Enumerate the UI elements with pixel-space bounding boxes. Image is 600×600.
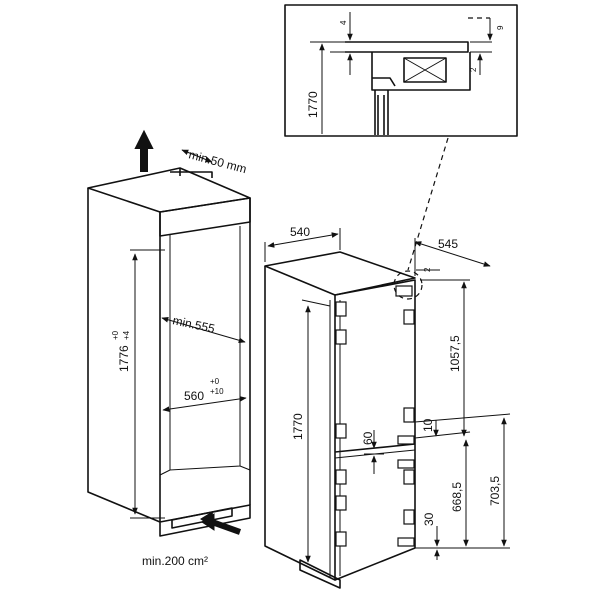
- lower-door-label: 668,5: [450, 482, 464, 512]
- hinge-icon: [335, 329, 347, 345]
- appliance-plinth: [299, 559, 341, 589]
- niche-depth-label: min.555: [171, 313, 216, 336]
- hinge-icon: [403, 509, 415, 525]
- hinge-icon: [335, 301, 347, 317]
- detail-height-label: 1770: [306, 91, 320, 118]
- lower-total-label: 703,5: [488, 476, 502, 506]
- niche-drawing: min.50 mm 1776 +0 +4 min.555 560 +0 +10 …: [87, 129, 251, 568]
- detail-appliance-top: [371, 52, 471, 91]
- appliance-height-label: 1770: [291, 413, 305, 440]
- detail-gap-right-label: 9: [496, 25, 505, 30]
- niche-height-label: 1776: [117, 345, 131, 372]
- niche-width-tol-upper: +0: [210, 377, 220, 386]
- upper-door-label: 1057,5: [448, 335, 462, 372]
- lower-hinge-gap-label: 30: [422, 512, 436, 526]
- niche-vent-top: [170, 168, 213, 178]
- top-hinge-icon: [395, 285, 413, 297]
- niche-front-panel: [159, 197, 251, 237]
- appliance-width-label: 540: [290, 225, 310, 239]
- hinge-icon: [335, 469, 347, 485]
- detail-hinge-block: [403, 57, 447, 83]
- detail-inset: 4 9 2 1770: [284, 4, 518, 137]
- detail-gap-side-label: 2: [469, 67, 478, 72]
- detail-leader: [407, 137, 449, 271]
- hinge-icon: [403, 407, 415, 423]
- niche-width-label: 560: [184, 389, 204, 403]
- detail-cabinet-top: [345, 41, 469, 53]
- niche-height-tol-lower: +4: [122, 330, 131, 340]
- detail-frame: [284, 4, 518, 137]
- niche-inner-back: [169, 226, 241, 471]
- upper-hinge-gap-label: 10: [421, 418, 435, 432]
- hinge-icon: [397, 537, 415, 547]
- hinge-icon: [397, 435, 415, 445]
- hinge-icon: [335, 423, 347, 439]
- niche-top-lid: [87, 167, 251, 213]
- detail-gap-top-label: 4: [339, 20, 348, 25]
- niche-vent-bottom-label: min.200 cm²: [142, 554, 208, 568]
- detail-door-profile: [374, 90, 389, 135]
- appliance-top: [264, 251, 416, 296]
- middle-hinge-gap-label: 60: [361, 431, 375, 445]
- hinge-icon: [403, 309, 415, 325]
- detail-circle: [393, 270, 423, 300]
- hinge-icon: [397, 459, 415, 469]
- appliance-front-frame: [334, 279, 416, 581]
- niche-left-side: [87, 188, 161, 523]
- hinge-icon: [335, 531, 347, 547]
- niche-width-tol-lower: +10: [210, 387, 224, 396]
- hinge-icon: [403, 469, 415, 485]
- appliance-drawing: 540 545 2 1770 1057,5 10 60 668,5 703,5: [264, 225, 511, 589]
- appliance-depth-label: 545: [438, 237, 458, 251]
- hinge-icon: [335, 495, 347, 511]
- niche-height-tol-upper: +0: [111, 330, 120, 340]
- airflow-bottom-arrow: [210, 519, 242, 535]
